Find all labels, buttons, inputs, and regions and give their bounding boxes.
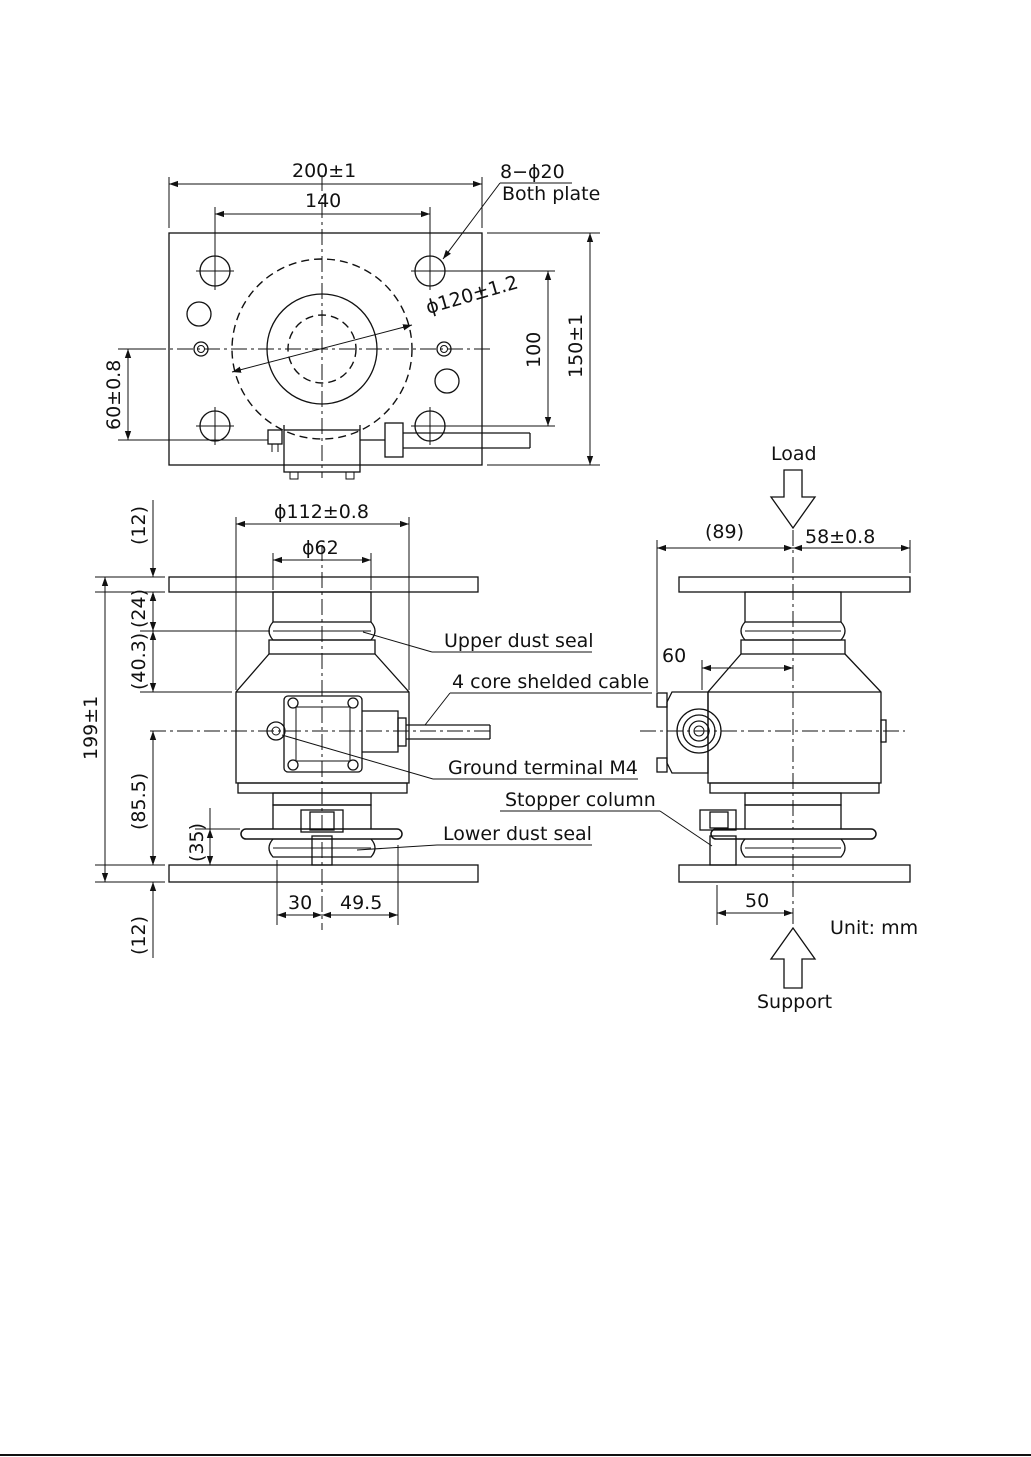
support-arrow-icon	[771, 928, 815, 988]
label-holes: 8−ϕ20	[500, 161, 565, 183]
label-dim-60: 60±0.8	[103, 360, 125, 430]
label-dim-24: (24)	[128, 589, 150, 628]
label-stopper-column: Stopper column	[505, 789, 656, 811]
label-dim-35: (35)	[186, 823, 208, 862]
label-dim-30: 30	[288, 892, 312, 914]
label-dim-50: 50	[745, 890, 769, 912]
label-ground-terminal: Ground terminal M4	[448, 757, 638, 779]
label-dim-49-5: 49.5	[340, 892, 382, 914]
label-dim-60-side: 60	[662, 645, 686, 667]
label-lower-dust-seal: Lower dust seal	[443, 823, 592, 845]
label-dim-150: 150±1	[565, 314, 587, 378]
label-dia-62: ϕ62	[302, 537, 339, 559]
label-dim-100: 100	[523, 332, 545, 368]
top-view-dimensions	[118, 177, 600, 465]
label-dim-58: 58±0.8	[805, 526, 875, 548]
label-unit: Unit: mm	[830, 917, 918, 939]
label-upper-dust-seal: Upper dust seal	[444, 630, 594, 652]
label-dia-112: ϕ112±0.8	[274, 501, 369, 523]
label-dim-199: 199±1	[80, 696, 102, 760]
label-width-200: 200±1	[292, 160, 356, 182]
side-view	[640, 530, 910, 925]
front-view-dimensions	[95, 500, 652, 958]
label-both-plate: Both plate	[502, 183, 600, 205]
drawing-labels: 200±1 8−ϕ20 Both plate 140 ϕ120±1.2 100 …	[80, 160, 918, 1013]
label-dim-12-bottom: (12)	[128, 916, 150, 955]
label-dim-89: (89)	[705, 521, 744, 543]
label-load: Load	[771, 443, 817, 465]
front-view	[150, 545, 490, 930]
label-dia-120: ϕ120±1.2	[423, 271, 520, 318]
label-dim-12-top: (12)	[128, 506, 150, 545]
load-arrow-icon	[771, 470, 815, 528]
label-support: Support	[757, 991, 832, 1013]
label-dim-40-3: (40.3)	[128, 633, 150, 690]
label-dim-85-5: (85.5)	[128, 773, 150, 830]
label-pitch-140: 140	[305, 190, 341, 212]
top-view	[150, 175, 530, 479]
label-cable: 4 core shelded cable	[452, 671, 649, 693]
